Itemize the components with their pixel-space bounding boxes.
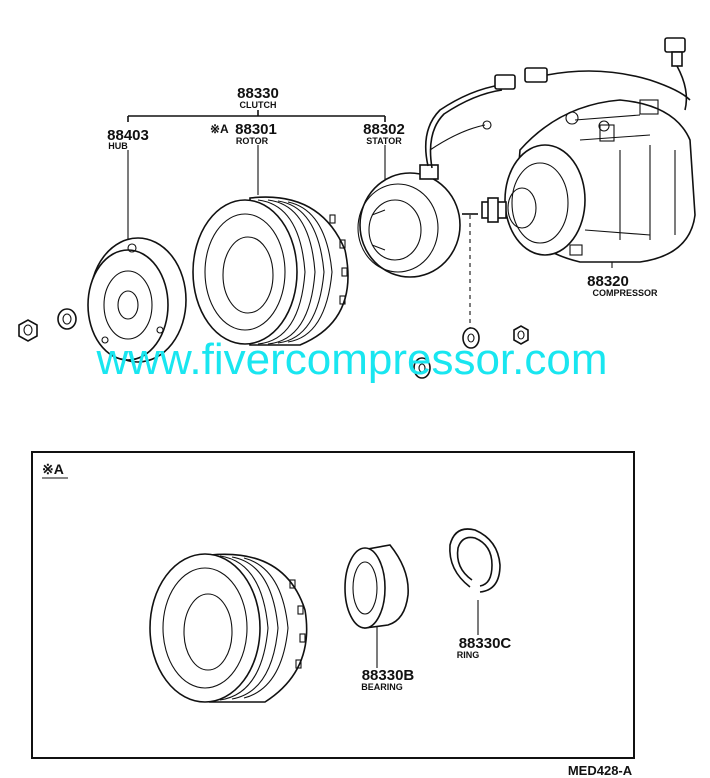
- nut-right: [513, 325, 529, 345]
- watermark: www.fivercompressor.com: [95, 335, 607, 384]
- hub-number: 88403: [107, 127, 149, 144]
- connector-1: [494, 67, 548, 90]
- compressor-number: 88320: [587, 273, 629, 290]
- washer-center: [413, 357, 431, 379]
- stator-wire-2: [429, 89, 503, 169]
- stator-number: 88302: [363, 121, 405, 138]
- ground-terminal: [482, 120, 492, 130]
- rotor-part: [192, 196, 349, 346]
- ring-number: 88330C: [459, 635, 512, 652]
- connector-wire: [676, 65, 688, 111]
- clutch-number: 88330: [237, 85, 279, 102]
- rotor-mark: ※A: [210, 122, 229, 136]
- bearing-part: [344, 544, 409, 629]
- ring-name: RING: [457, 650, 480, 660]
- clutch-bracket: [127, 110, 386, 122]
- hub-name: HUB: [108, 141, 128, 151]
- bearing-name: BEARING: [361, 682, 403, 692]
- detail-rotor: [149, 553, 308, 703]
- ring-part: [449, 528, 501, 593]
- nut-left: [18, 319, 38, 342]
- compressor-name: COMPRESSOR: [592, 288, 658, 298]
- rotor-number: 88301: [235, 121, 277, 138]
- connector-2: [664, 37, 686, 67]
- compressor-part: [481, 99, 696, 263]
- compressor-wire: [546, 70, 691, 101]
- detail-box-title: ※A: [42, 461, 64, 477]
- washer-left: [57, 308, 77, 330]
- stator-wire: [424, 84, 501, 167]
- clutch-name: CLUTCH: [240, 100, 277, 110]
- stator-part: [357, 164, 461, 278]
- washer-right: [462, 327, 480, 349]
- bearing-number: 88330B: [362, 667, 415, 684]
- ground-wire: [429, 124, 486, 151]
- drawing-code: MED428-A: [568, 763, 633, 778]
- hub-part: [87, 237, 187, 363]
- rotor-name: ROTOR: [236, 136, 269, 146]
- detail-box: [31, 451, 635, 759]
- stator-name: STATOR: [366, 136, 402, 146]
